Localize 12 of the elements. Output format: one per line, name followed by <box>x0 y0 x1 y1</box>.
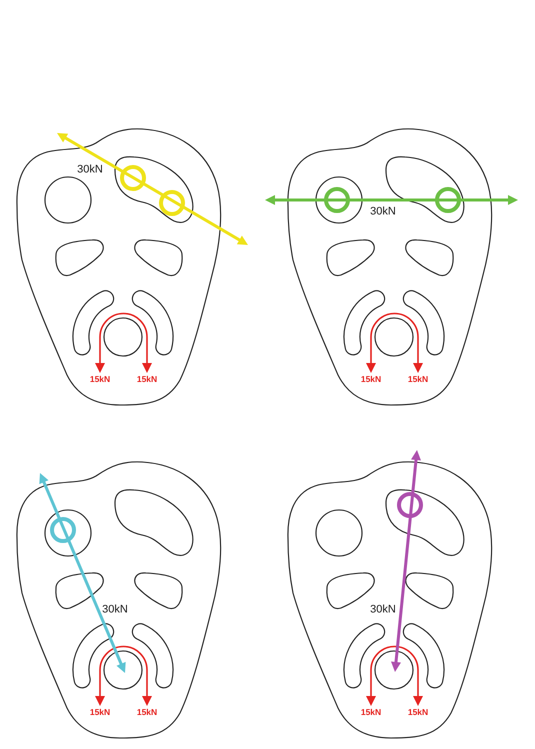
force-label: 30kN <box>370 206 396 218</box>
force-label: 30kN <box>102 604 128 616</box>
load-label: 15kN <box>136 708 158 716</box>
force-label: 30kN <box>370 604 396 616</box>
load-label: 15kN <box>136 374 158 384</box>
load-label: 15kN <box>360 374 382 384</box>
load-label: 15kN <box>90 708 110 716</box>
load-label: 15kN <box>360 708 382 716</box>
force-label: 30kN <box>77 164 103 176</box>
load-label: 15kN <box>408 708 428 716</box>
load-label: 15kN <box>90 374 110 384</box>
load-label: 15kN <box>408 374 428 384</box>
